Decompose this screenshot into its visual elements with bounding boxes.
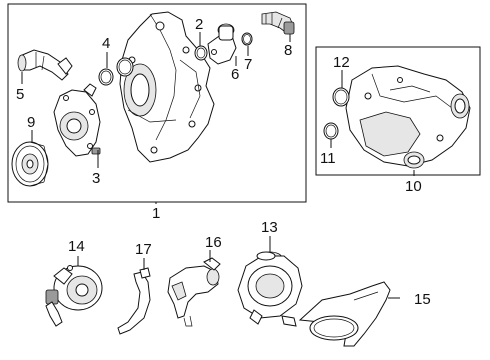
oring-part-11	[323, 122, 339, 140]
pulley-part-9	[11, 141, 49, 187]
callout-13: 13	[261, 219, 278, 236]
callout-16: 16	[205, 234, 222, 251]
callout-12: 12	[333, 54, 350, 71]
oring-part-2	[194, 45, 208, 61]
callout-6: 6	[231, 66, 239, 83]
electric-pump-part-13	[237, 251, 303, 327]
callout-17: 17	[135, 241, 152, 258]
mounting-bracket-part-15	[298, 281, 391, 347]
callout-5: 5	[16, 86, 24, 103]
callout-2: 2	[195, 16, 203, 33]
thermostat-assembly-box	[315, 46, 481, 176]
auxiliary-pump-part-14	[45, 265, 103, 327]
callout-9: 9	[27, 114, 35, 131]
callout-10: 10	[405, 178, 422, 195]
main-assembly-box	[7, 3, 307, 203]
elbow-pipe-part-8	[261, 11, 295, 35]
water-pump-body-part-3	[53, 83, 101, 157]
oring-part-4	[98, 68, 114, 86]
oring-part-4b	[116, 57, 134, 77]
bracket-clamp-part-17	[117, 267, 151, 335]
flange-fitting-part-6	[207, 23, 237, 65]
callout-4: 4	[102, 35, 110, 52]
thermostat-housing-part-10	[345, 65, 471, 169]
callout-1: 1	[152, 205, 160, 222]
engine-housing-part	[119, 11, 215, 163]
callout-11: 11	[320, 150, 336, 167]
oring-part-12	[332, 87, 350, 107]
callout-15: 15	[414, 291, 431, 308]
callout-3: 3	[92, 170, 100, 187]
callout-8: 8	[284, 42, 292, 59]
callout-14: 14	[68, 238, 85, 255]
pipe-bracket-part-16	[167, 257, 221, 327]
oring-part-7	[241, 32, 253, 46]
hose-connector-part-5	[17, 49, 73, 81]
callout-7: 7	[244, 56, 252, 73]
leader-lines	[21, 32, 415, 299]
